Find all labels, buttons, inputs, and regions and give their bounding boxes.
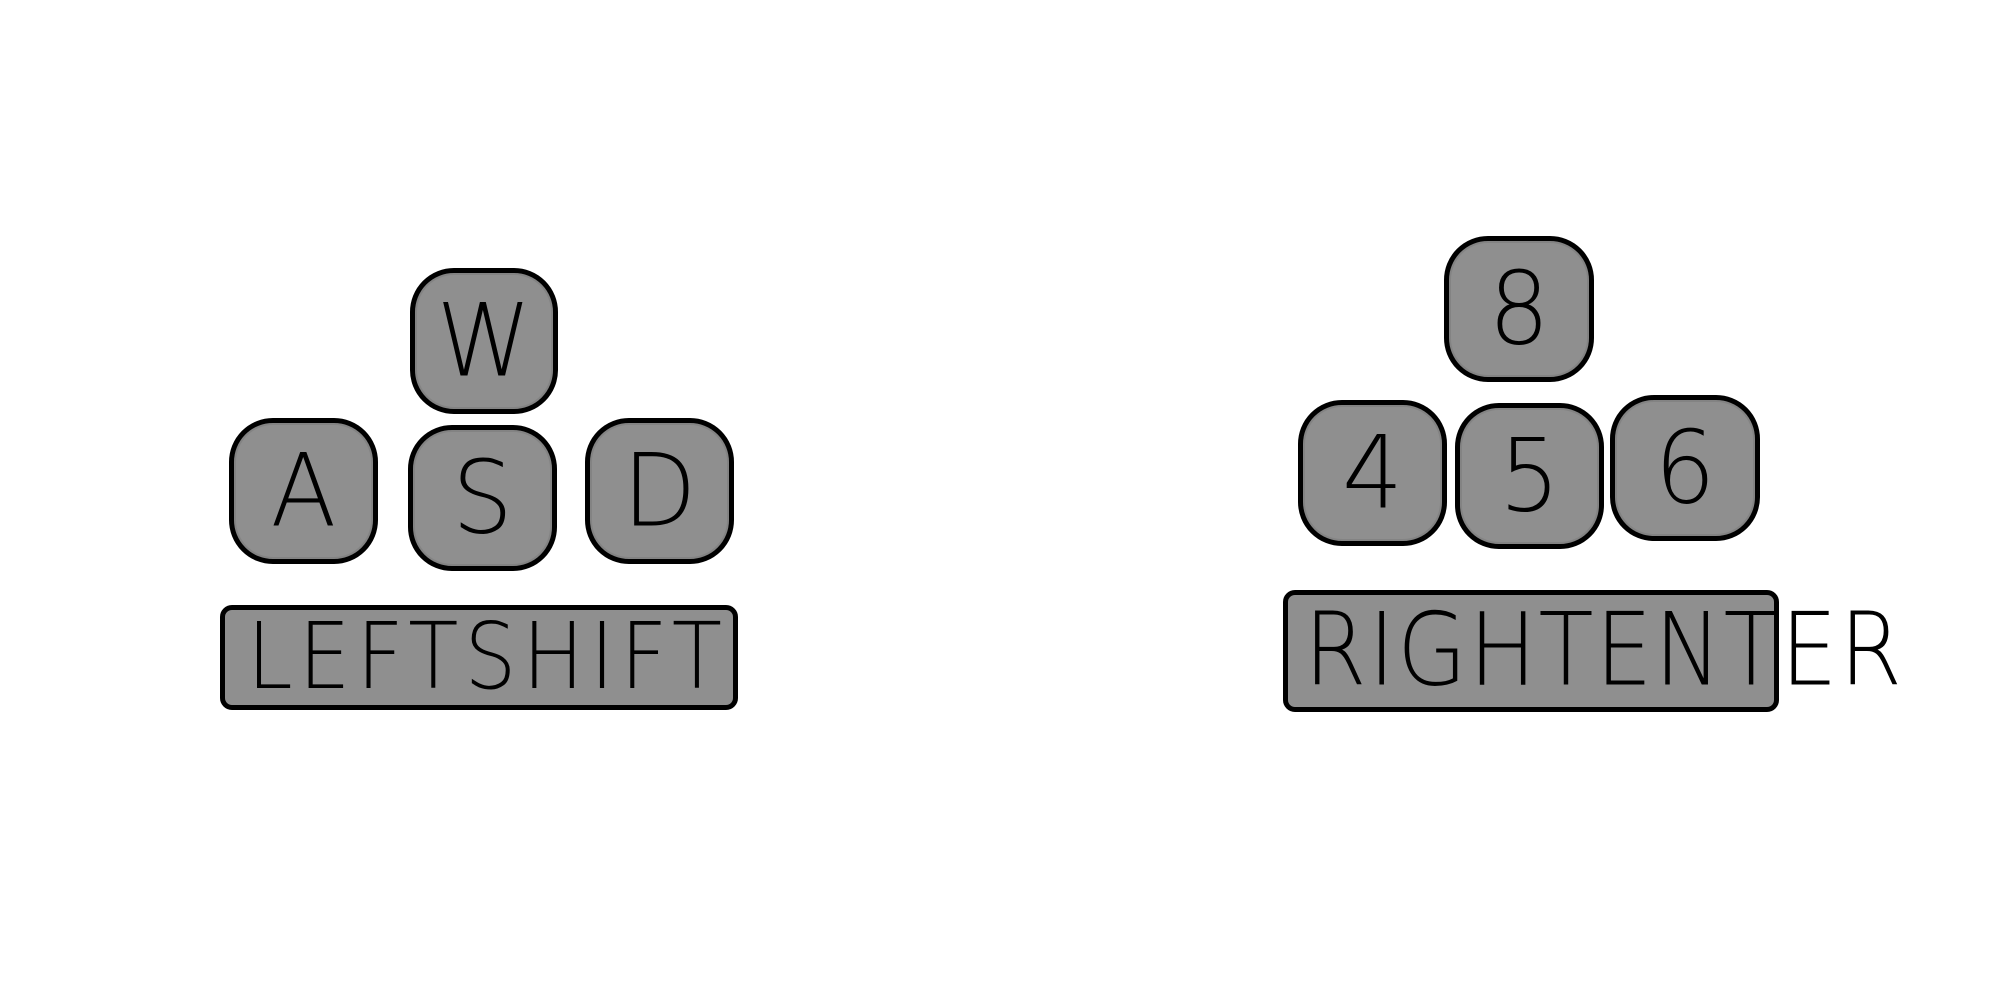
key-8[interactable]: 8 <box>1444 236 1594 382</box>
key-8-label: 8 <box>1488 250 1550 368</box>
left-shift-word-1: LEFT <box>247 603 465 711</box>
key-a[interactable]: A <box>229 418 378 564</box>
key-s-label: S <box>452 439 513 557</box>
left-shift-word-2: SHIFT <box>464 603 729 711</box>
key-a-label: A <box>270 432 337 550</box>
key-4-label: 4 <box>1341 414 1404 532</box>
key-s[interactable]: S <box>408 425 557 571</box>
right-enter-word-2: ENTER <box>1595 591 1905 710</box>
key-5[interactable]: 5 <box>1455 403 1604 549</box>
key-6-label: 6 <box>1654 409 1716 527</box>
key-4[interactable]: 4 <box>1298 400 1447 546</box>
right-enter-key[interactable]: RIGHT ENTER <box>1283 590 1902 712</box>
key-d-label: D <box>622 432 697 550</box>
right-enter-word-1: RIGHT <box>1304 591 1596 710</box>
key-w[interactable]: W <box>410 268 558 414</box>
key-w-label: W <box>436 282 532 400</box>
left-shift-key[interactable]: LEFT SHIFT <box>220 605 738 710</box>
key-6[interactable]: 6 <box>1610 395 1760 541</box>
key-d[interactable]: D <box>585 418 734 564</box>
key-5-label: 5 <box>1498 417 1561 535</box>
